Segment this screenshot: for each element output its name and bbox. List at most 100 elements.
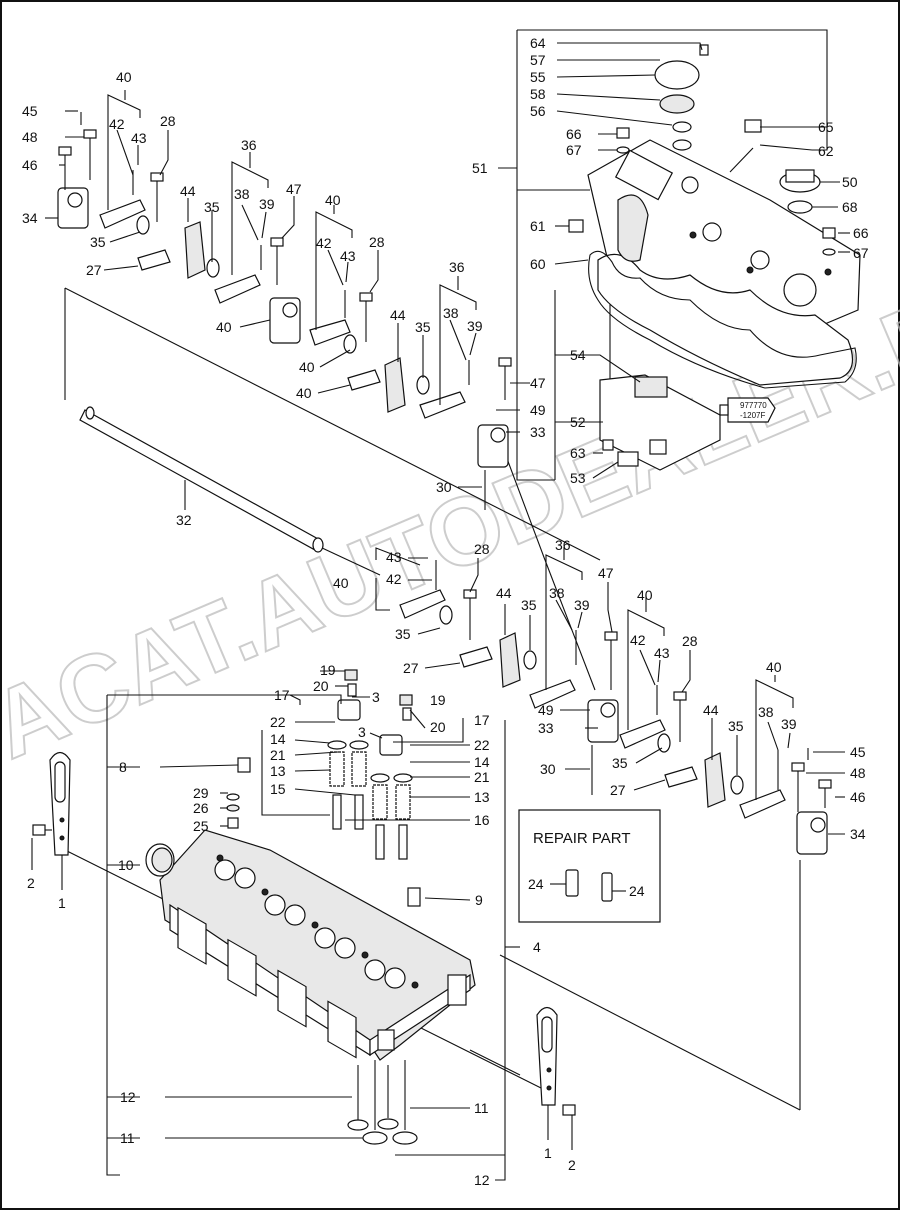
part-label-20-right-visible: 20 bbox=[430, 719, 446, 735]
svg-text:1: 1 bbox=[544, 1145, 552, 1161]
svg-text:4: 4 bbox=[533, 939, 541, 955]
svg-text:12: 12 bbox=[120, 1089, 136, 1105]
svg-text:42: 42 bbox=[630, 632, 646, 648]
svg-text:9: 9 bbox=[475, 892, 483, 908]
svg-text:40: 40 bbox=[325, 192, 341, 208]
svg-text:43: 43 bbox=[386, 549, 402, 565]
svg-text:28: 28 bbox=[474, 541, 490, 557]
svg-text:13: 13 bbox=[270, 763, 286, 779]
svg-text:35: 35 bbox=[90, 234, 106, 250]
svg-text:15: 15 bbox=[270, 781, 286, 797]
svg-text:2: 2 bbox=[27, 875, 35, 891]
rocker-shaft bbox=[79, 406, 324, 553]
svg-text:32: 32 bbox=[176, 512, 192, 528]
svg-text:11: 11 bbox=[474, 1100, 489, 1116]
svg-text:21: 21 bbox=[474, 769, 490, 785]
svg-text:63: 63 bbox=[570, 445, 586, 461]
svg-text:33: 33 bbox=[538, 720, 554, 736]
svg-text:25: 25 bbox=[193, 818, 209, 834]
svg-text:21: 21 bbox=[270, 747, 286, 763]
svg-text:66: 66 bbox=[853, 225, 869, 241]
svg-text:45: 45 bbox=[22, 103, 38, 119]
svg-text:48: 48 bbox=[22, 129, 38, 145]
svg-text:20: 20 bbox=[313, 678, 329, 694]
cylinder-head bbox=[159, 829, 476, 1061]
svg-text:40: 40 bbox=[637, 587, 653, 603]
svg-text:22: 22 bbox=[474, 737, 490, 753]
svg-text:52: 52 bbox=[570, 414, 586, 430]
cap-nuts bbox=[568, 127, 836, 451]
svg-text:43: 43 bbox=[131, 130, 147, 146]
rocker-arms bbox=[99, 199, 786, 819]
svg-text:40: 40 bbox=[766, 659, 782, 675]
svg-text:48: 48 bbox=[850, 765, 866, 781]
baffle-plate bbox=[599, 374, 721, 471]
svg-text:44: 44 bbox=[390, 307, 406, 323]
svg-text:30: 30 bbox=[436, 479, 452, 495]
svg-text:14: 14 bbox=[270, 731, 286, 747]
svg-text:2: 2 bbox=[568, 1157, 576, 1173]
svg-text:68: 68 bbox=[842, 199, 858, 215]
svg-text:55: 55 bbox=[530, 69, 546, 85]
svg-text:40: 40 bbox=[299, 359, 315, 375]
svg-text:38: 38 bbox=[443, 305, 459, 321]
svg-text:40: 40 bbox=[333, 575, 349, 591]
svg-text:61: 61 bbox=[530, 218, 546, 234]
svg-text:35: 35 bbox=[612, 755, 628, 771]
svg-text:35: 35 bbox=[521, 597, 537, 613]
core-plug bbox=[145, 843, 175, 877]
svg-text:47: 47 bbox=[598, 565, 614, 581]
svg-text:64: 64 bbox=[530, 35, 546, 51]
svg-text:44: 44 bbox=[180, 183, 196, 199]
svg-text:28: 28 bbox=[369, 234, 385, 250]
lifting-bracket-right bbox=[536, 1006, 576, 1116]
svg-text:35: 35 bbox=[415, 319, 431, 335]
svg-text:12: 12 bbox=[474, 1172, 490, 1188]
repair-part-box: REPAIR PART bbox=[518, 809, 661, 923]
svg-text:24: 24 bbox=[528, 876, 544, 892]
leader-lines bbox=[31, 29, 850, 1181]
valve-cover-gasket bbox=[588, 250, 857, 389]
svg-text:42: 42 bbox=[109, 116, 125, 132]
svg-text:28: 28 bbox=[682, 633, 698, 649]
breather-assembly bbox=[654, 44, 762, 173]
svg-text:39: 39 bbox=[259, 196, 275, 212]
lifting-bracket-left bbox=[32, 751, 71, 856]
svg-text:30: 30 bbox=[540, 761, 556, 777]
svg-text:67: 67 bbox=[853, 245, 869, 261]
svg-text:35: 35 bbox=[204, 199, 220, 215]
svg-text:11: 11 bbox=[120, 1130, 135, 1146]
svg-text:36: 36 bbox=[449, 259, 465, 275]
repair-part-title: REPAIR PART bbox=[533, 830, 631, 847]
svg-text:40: 40 bbox=[216, 319, 232, 335]
svg-text:40: 40 bbox=[296, 385, 312, 401]
svg-text:36: 36 bbox=[241, 137, 257, 153]
svg-text:40: 40 bbox=[116, 69, 132, 85]
svg-text:62: 62 bbox=[818, 143, 834, 159]
svg-text:35: 35 bbox=[395, 626, 411, 642]
svg-text:22: 22 bbox=[270, 714, 286, 730]
washers bbox=[136, 215, 744, 795]
svg-text:57: 57 bbox=[530, 52, 546, 68]
svg-text:53: 53 bbox=[570, 470, 586, 486]
part-labels: 40 45 48 46 34 42 43 28 44 35 35 27 36 3… bbox=[22, 35, 869, 1188]
svg-text:1: 1 bbox=[58, 895, 66, 911]
svg-text:8: 8 bbox=[119, 759, 127, 775]
svg-text:977770: 977770 bbox=[740, 401, 767, 410]
svg-text:50: 50 bbox=[842, 174, 858, 190]
svg-text:29: 29 bbox=[193, 785, 209, 801]
svg-text:65: 65 bbox=[818, 119, 834, 135]
svg-text:45: 45 bbox=[850, 744, 866, 760]
valve-cover bbox=[587, 139, 861, 386]
svg-text:27: 27 bbox=[610, 782, 626, 798]
svg-text:-1207F: -1207F bbox=[740, 411, 765, 420]
oil-filler-cap bbox=[779, 169, 821, 214]
svg-text:51: 51 bbox=[472, 160, 488, 176]
svg-text:58: 58 bbox=[530, 86, 546, 102]
svg-text:60: 60 bbox=[530, 256, 546, 272]
svg-text:67: 67 bbox=[566, 142, 582, 158]
svg-text:38: 38 bbox=[549, 585, 565, 601]
rocker-supports bbox=[57, 187, 828, 855]
bolts bbox=[58, 112, 832, 812]
